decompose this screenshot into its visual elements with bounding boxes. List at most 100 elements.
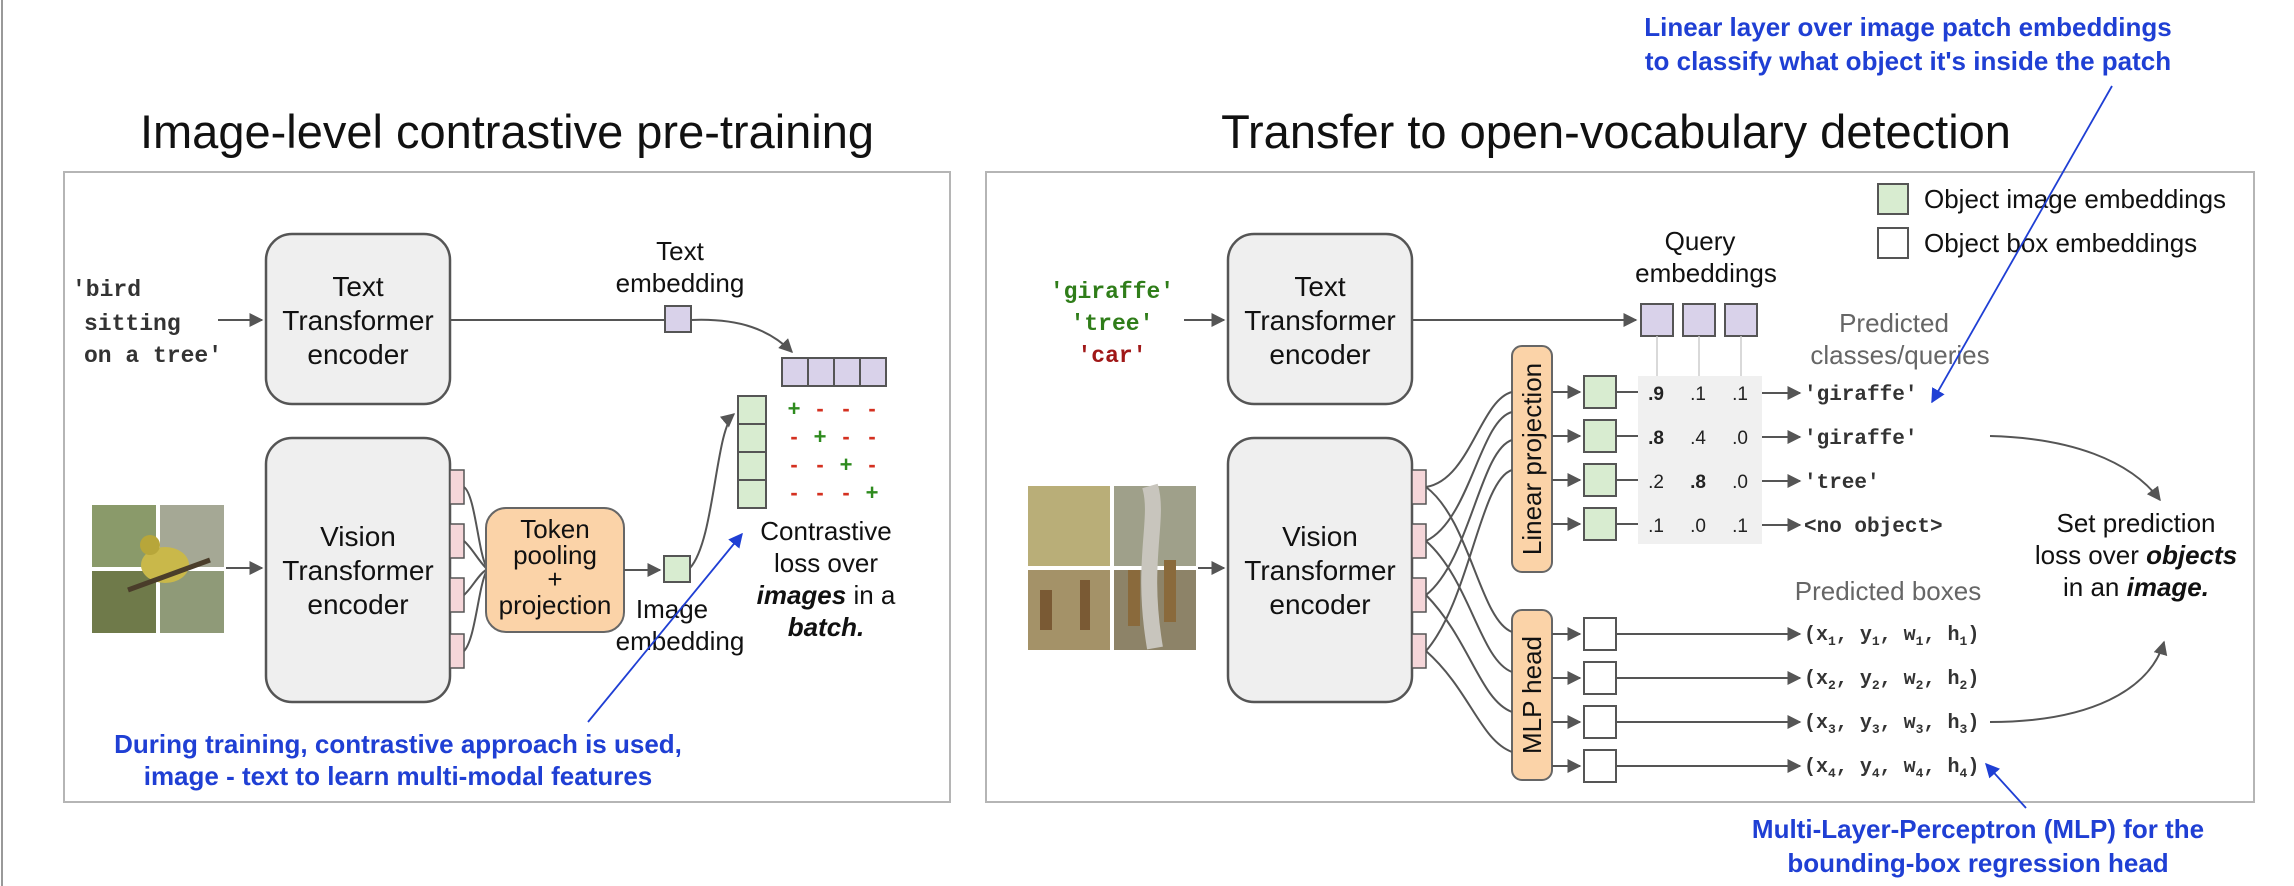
right-panel-title: Transfer to open-vocabulary detection [1221, 105, 2011, 158]
left-panel: Image-level contrastive pre-training 'bi… [63, 105, 951, 803]
text-embedding-square [664, 305, 692, 333]
left-note-line-2: image - text to learn multi-modal featur… [144, 761, 653, 791]
box-output-1: (x1, y1, w1, h1) [1804, 624, 1979, 649]
linear-projection-label: Linear projection [1517, 363, 1547, 555]
mlp-head [1511, 609, 1553, 781]
score-cell: .4 [1690, 428, 1706, 449]
image-embedding-label-2: embedding [616, 626, 745, 656]
right-vision-encoder-label-1: Vision [1282, 521, 1358, 552]
score-cell: .1 [1648, 516, 1664, 537]
vision-output-tokens [449, 469, 465, 669]
score-cell: .0 [1690, 516, 1706, 537]
contrastive-loss-line-3: images in a [757, 580, 896, 610]
batch-image-embeddings [737, 395, 767, 509]
mlp-head-label: MLP head [1517, 636, 1547, 754]
text-embedding-label-2: embedding [616, 268, 745, 298]
query-embedding-squares [1640, 303, 1758, 337]
text-embedding-arrow [690, 318, 793, 353]
box-output-2: (x2, y2, w2, h2) [1804, 668, 1979, 693]
token-pooling-label-3: + [547, 564, 562, 594]
score-cell: .0 [1732, 428, 1748, 449]
vision-encoder-label-1: Vision [320, 521, 396, 552]
set-prediction-loss-text: Set prediction loss over objects in an i… [2035, 508, 2237, 602]
class-output-3: 'tree' [1804, 472, 1880, 495]
input-caption-line-1: 'bird [72, 277, 141, 303]
right-text-encoder-label-2: Transformer [1244, 305, 1395, 336]
object-image-embeddings [1552, 375, 1638, 541]
right-note-top-line-2: to classify what object it's inside the … [1645, 46, 2171, 76]
token-pooling-label-4: projection [499, 590, 612, 620]
query-car: 'car' [1077, 343, 1146, 369]
contrastive-loss-text: Contrastive loss over images in a batch. [757, 516, 896, 642]
right-vision-output-tokens [1411, 469, 1427, 669]
text-encoder-label-2: Transformer [282, 305, 433, 336]
token-pooling-label-1: Token [520, 514, 589, 544]
score-table: .9 .1 .1 .8 .4 .0 .2 .8 .0 .1 .0 .1 [1648, 384, 1748, 537]
input-caption: 'bird sitting on a tree' [72, 277, 222, 369]
text-encoder-label-3: encoder [307, 339, 408, 370]
score-cell: .8 [1648, 428, 1664, 449]
query-list: 'giraffe' 'tree' 'car' [1050, 279, 1174, 369]
class-output-1: 'giraffe' [1804, 384, 1917, 407]
predicted-classes-label-1: Predicted [1839, 308, 1949, 338]
left-panel-frame [63, 171, 951, 803]
svg-text:+: + [788, 396, 801, 421]
text-encoder-label-1: Text [332, 271, 384, 302]
box-output-4: (x4, y4, w4, h4) [1804, 756, 1979, 781]
predicted-boxes-label: Predicted boxes [1795, 576, 1981, 606]
svg-text:+: + [840, 452, 853, 477]
svg-text:-: - [842, 480, 849, 505]
query-tree: 'tree' [1071, 311, 1154, 337]
box-to-loss-arrow [1989, 640, 2168, 723]
right-vision-encoder-label-3: encoder [1269, 589, 1370, 620]
right-panel-frame [985, 171, 2255, 803]
right-vision-transformer-encoder [1226, 436, 1414, 704]
score-cell: .1 [1732, 516, 1748, 537]
token-to-pooling-lines [463, 486, 487, 652]
left-note-line-1: During training, contrastive approach is… [114, 729, 682, 759]
svg-text:+: + [814, 424, 827, 449]
image-embedding-square [663, 555, 691, 583]
box-outputs: (x1, y1, w1, h1) (x2, y2, w2, h2) (x3, y… [1804, 624, 1979, 781]
class-outputs: 'giraffe' 'giraffe' 'tree' <no object> [1804, 384, 1943, 539]
score-cell: .1 [1732, 384, 1748, 405]
legend-object-box-label: Object box embeddings [1924, 228, 2197, 258]
svg-text:-: - [868, 424, 875, 449]
right-text-encoder-label-3: encoder [1269, 339, 1370, 370]
legend-object-image-swatch [1877, 183, 1909, 215]
svg-text:-: - [790, 424, 797, 449]
svg-text:-: - [816, 452, 823, 477]
right-text-encoder-label-1: Text [1294, 271, 1346, 302]
vision-transformer-encoder [264, 436, 452, 704]
input-caption-line-3: on a tree' [84, 343, 222, 369]
image-embedding-arrow [689, 413, 736, 569]
query-embeddings-label-2: embeddings [1635, 258, 1777, 288]
score-cell: .8 [1690, 472, 1706, 493]
contrastive-sign-matrix: +--- -+-- --+- ---+ [788, 396, 879, 505]
svg-text:+: + [866, 480, 879, 505]
right-note-top-line-1: Linear layer over image patch embeddings [1644, 12, 2171, 42]
set-loss-line-1: Set prediction [2057, 508, 2216, 538]
svg-text:-: - [868, 452, 875, 477]
batch-text-embeddings [781, 357, 887, 387]
left-note-pointer [587, 532, 743, 723]
legend-object-image-label: Object image embeddings [1924, 184, 2226, 214]
left-panel-title: Image-level contrastive pre-training [140, 105, 874, 158]
query-giraffe: 'giraffe' [1050, 279, 1174, 305]
token-pooling-label-2: pooling [513, 540, 597, 570]
predicted-classes-label-2: classes/queries [1810, 340, 1989, 370]
set-loss-line-2: loss over objects [2035, 540, 2237, 570]
class-output-2: 'giraffe' [1804, 428, 1917, 451]
contrastive-loss-line-2: loss over [774, 548, 878, 578]
class-to-loss-arrow [1989, 435, 2161, 502]
right-note-bottom-pointer [1985, 762, 2027, 809]
svg-text:-: - [868, 396, 875, 421]
right-vision-encoder-label-2: Transformer [1244, 555, 1395, 586]
svg-text:-: - [842, 396, 849, 421]
contrastive-loss-line-1: Contrastive [760, 516, 892, 546]
giraffe-image-patches [1028, 483, 1196, 650]
class-output-arrows [1762, 386, 1802, 532]
contrastive-loss-line-4: batch. [788, 612, 865, 642]
query-dash-lines [1656, 336, 1742, 376]
